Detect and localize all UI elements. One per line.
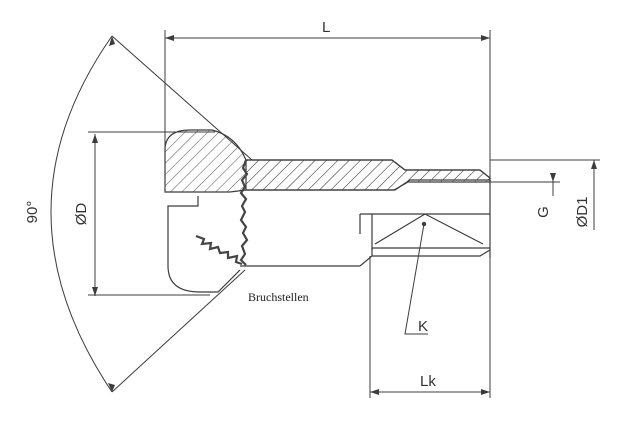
length-label: L: [322, 19, 330, 36]
fracture-lines: [195, 159, 249, 266]
countersink-angle-label: 90°: [24, 201, 41, 224]
fracture-points-label: Bruchstellen: [248, 290, 309, 304]
inner-diameter-label: ØD1: [574, 197, 591, 228]
thread-length-label: Lk: [420, 373, 436, 390]
thread-depth-label: G: [535, 206, 552, 218]
shaft-section-hatched: [245, 159, 491, 191]
head-diameter-label: ØD: [73, 203, 90, 226]
drill-point-label: K: [418, 318, 428, 335]
arrowheads: [92, 35, 597, 395]
part-outline: [111, 35, 491, 293]
dimension-lines: [50, 30, 600, 398]
